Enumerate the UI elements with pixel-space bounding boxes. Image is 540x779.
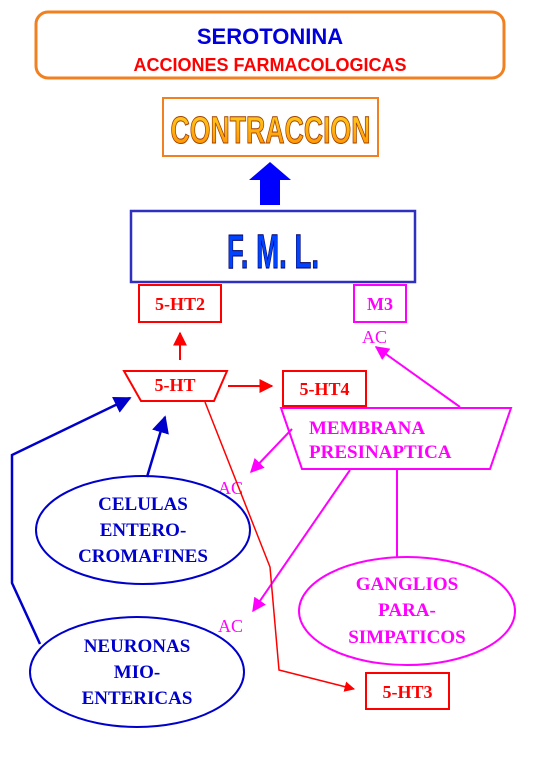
membrana-label-line1: MEMBRANA — [309, 418, 425, 439]
contraccion-label: CONTRACCION — [171, 110, 371, 152]
ac-top-label: AC — [362, 327, 387, 347]
ht2-box: 5-HT2 — [138, 284, 222, 323]
m3-box: M3 — [353, 284, 407, 323]
celulas-label-line2: ENTERO- — [100, 520, 187, 541]
ganglios-parasimpaticos-ellipse: GANGLIOS PARA- SIMPATICOS — [298, 556, 516, 666]
arrow-neuronas-to-5ht — [10, 396, 132, 645]
arrow-membrana-to-ac-top — [374, 346, 461, 408]
neuronas-label-line3: ENTERICAS — [82, 688, 193, 709]
neuronas-label-line1: NEURONAS — [84, 636, 191, 657]
ht-trapezoid: 5-HT — [122, 370, 229, 402]
header-box: SEROTONINA ACCIONES FARMACOLOGICAS — [34, 10, 506, 80]
ht2-label: 5-HT2 — [155, 294, 205, 314]
ht4-label: 5-HT4 — [299, 379, 349, 399]
ht3-box: 5-HT3 — [365, 672, 450, 710]
ht3-label: 5-HT3 — [382, 682, 432, 702]
arrow-membrana-to-ac-mid — [250, 428, 293, 474]
fml-box: F. M. L. — [129, 209, 417, 284]
celulas-enterocromafines-ellipse: CELULAS ENTERO- CROMAFINES — [35, 475, 251, 585]
arrow-celulas-to-5ht — [145, 415, 169, 478]
celulas-label-line3: CROMAFINES — [78, 546, 208, 567]
ht4-box: 5-HT4 — [282, 370, 367, 407]
ac-low-label: AC — [218, 616, 243, 636]
fml-label: F. M. L. — [227, 226, 319, 279]
membrana-presinaptica-shape: MEMBRANA PRESINAPTICA — [279, 407, 513, 470]
up-arrow-to-contraccion — [249, 162, 291, 205]
neuronas-mioentericas-ellipse: NEURONAS MIO- ENTERICAS — [29, 616, 245, 728]
m3-label: M3 — [367, 294, 393, 314]
membrana-label-line2: PRESINAPTICA — [309, 442, 452, 463]
contraccion-box: CONTRACCION — [162, 97, 379, 157]
celulas-label-line1: CELULAS — [98, 494, 188, 515]
ht-label: 5-HT — [154, 375, 195, 395]
ganglios-label-line1: GANGLIOS — [356, 574, 458, 595]
arrow-5ht-to-5ht3 — [204, 401, 356, 692]
header-title: SEROTONINA — [197, 24, 343, 49]
ganglios-label-line3: SIMPATICOS — [348, 627, 466, 648]
arrow-membrana-to-ac-low — [252, 469, 351, 613]
header-subtitle: ACCIONES FARMACOLOGICAS — [133, 55, 406, 75]
neuronas-label-line2: MIO- — [114, 662, 160, 683]
ganglios-label-line2: PARA- — [378, 600, 436, 621]
